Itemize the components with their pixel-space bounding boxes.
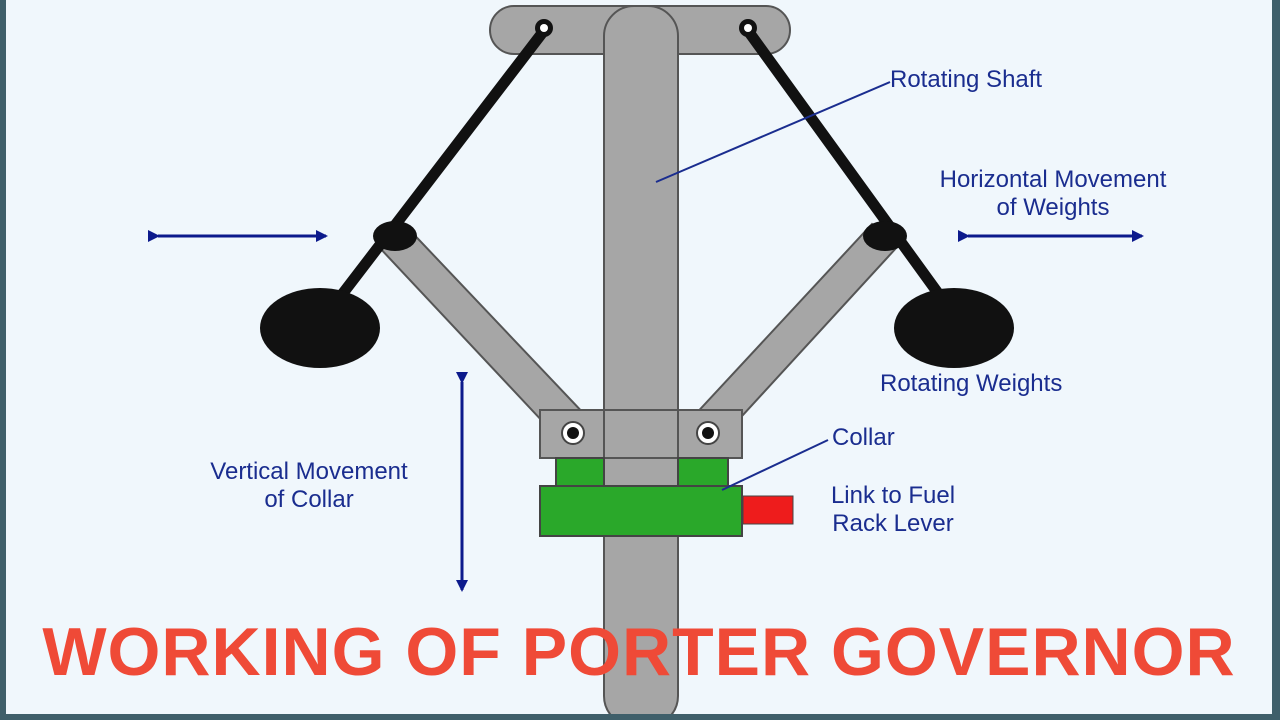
label-link-line1: Link to Fuel: [830, 482, 956, 509]
upper-arm-left: [318, 22, 552, 324]
label-horizontal-movement-line1: Horizontal Movement: [939, 166, 1167, 193]
rotating-weight-right: [894, 288, 1014, 368]
label-vertical-movement-line2: of Collar: [264, 486, 354, 513]
label-horizontal-movement-line2: of Weights: [996, 194, 1110, 221]
leader-rotating-shaft: [655, 81, 891, 183]
joint-right: [863, 221, 907, 251]
label-horizontal-movement: Horizontal Movement of Weights: [892, 166, 1214, 222]
porter-governor-diagram: [148, 5, 1144, 714]
upper-arm-right: [740, 22, 962, 324]
joint-left: [373, 221, 417, 251]
sleeve-pivot-right-center: [702, 427, 714, 439]
diagram-canvas: Rotating Shaft Horizontal Movement of We…: [6, 0, 1272, 714]
rotating-shaft: [603, 5, 679, 714]
label-vertical-movement: Vertical Movement of Collar: [168, 458, 450, 514]
label-collar: Collar: [832, 424, 895, 451]
top-pivot-left-hole: [540, 24, 548, 32]
lower-link-left: [376, 222, 590, 442]
leader-collar: [721, 439, 829, 491]
sleeve-pivot-left-center: [567, 427, 579, 439]
label-link-to-fuel-rack: Link to Fuel Rack Lever: [800, 482, 986, 538]
top-pivot-right-hole: [744, 24, 752, 32]
lower-link-right: [690, 222, 900, 442]
label-vertical-movement-line1: Vertical Movement: [210, 458, 408, 485]
collar-upper-right: [677, 457, 729, 487]
fuel-rack-link: [742, 495, 794, 525]
label-rotating-weights: Rotating Weights: [880, 370, 1063, 397]
rotating-weight-left: [260, 288, 380, 368]
label-link-line2: Rack Lever: [832, 510, 954, 537]
label-rotating-shaft: Rotating Shaft: [890, 66, 1043, 93]
collar-upper-left: [555, 457, 605, 487]
collar-lower: [539, 485, 743, 537]
page-title: WORKING OF PORTER GOVERNOR: [42, 614, 1236, 690]
